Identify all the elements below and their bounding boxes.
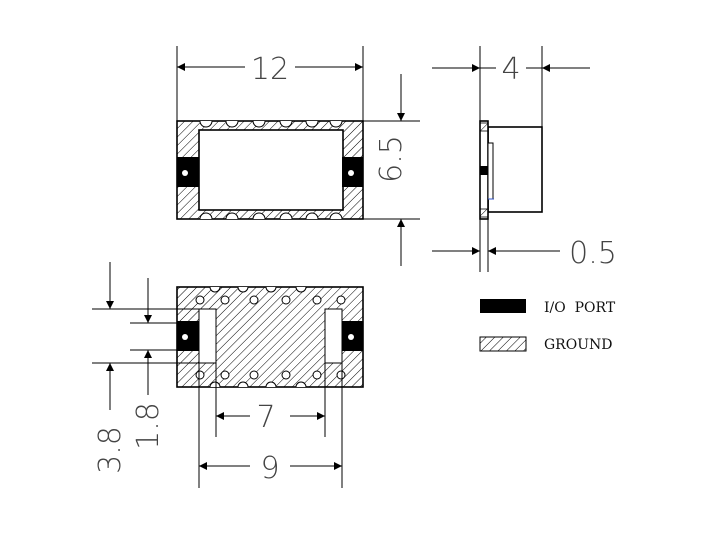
dim-bottom-inner-span: 7	[256, 400, 275, 435]
dim-bottom-height-inner: 1.8	[131, 402, 166, 450]
legend-ground-label: GROUND	[544, 337, 612, 353]
side-view-body	[487, 126, 543, 213]
legend: I/O PORT GROUND	[479, 299, 616, 353]
top-view: 12 6.5	[176, 46, 420, 266]
bottom-view-vias	[195, 295, 346, 380]
dim-side-thickness: 0.5	[569, 236, 617, 271]
dim-bottom-outer-span: 9	[260, 451, 279, 486]
side-view-io-port	[480, 166, 488, 175]
top-view-window	[198, 129, 344, 211]
dim-top-width: 12	[251, 52, 289, 87]
top-view-io-port-left	[177, 157, 199, 187]
legend-io-port-swatch	[480, 299, 526, 313]
bottom-view: 3.8 1.8 7 9	[92, 262, 364, 488]
dim-top-height: 6.5	[374, 135, 409, 183]
bottom-view-io-port-left	[177, 321, 199, 351]
top-view-castellations	[199, 120, 343, 220]
side-view: 4 0.5	[432, 46, 617, 272]
legend-io-port-label: I/O PORT	[544, 300, 616, 316]
legend-ground-swatch	[479, 336, 527, 352]
dim-side-width: 4	[501, 52, 520, 87]
dim-bottom-height-outer: 3.8	[93, 426, 128, 474]
